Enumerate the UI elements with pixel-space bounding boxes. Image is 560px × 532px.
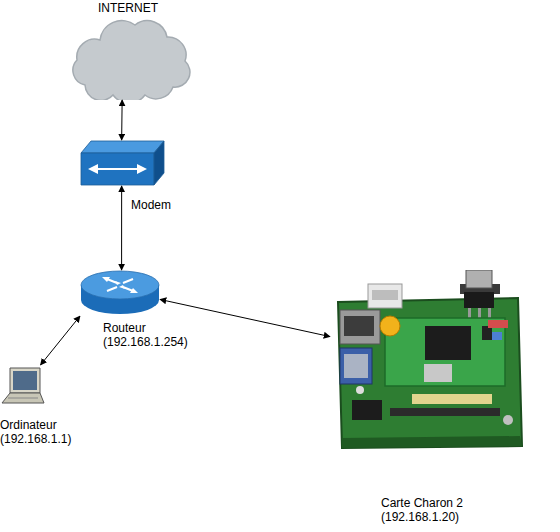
- cloud-icon: [65, 15, 192, 100]
- cloud-node: INTERNET: [65, 15, 192, 100]
- router-node: Routeur(192.168.1.254): [80, 270, 160, 316]
- router-icon: [80, 270, 160, 316]
- modem-icon: [80, 140, 165, 186]
- node-label: Ordinateur: [0, 418, 57, 432]
- link-arrow: [121, 100, 123, 140]
- ip-address: (192.168.1.254): [103, 335, 188, 349]
- node-label: Modem: [131, 198, 171, 212]
- computer-node: Ordinateur(192.168.1.1): [0, 365, 45, 411]
- link-arrow: [160, 299, 330, 336]
- computer-icon: [0, 365, 45, 411]
- link-arrow: [121, 186, 122, 270]
- node-label: Carte Charon 2: [381, 496, 463, 510]
- ip-address: (192.168.1.20): [381, 510, 459, 524]
- board-photo: [330, 270, 525, 450]
- board-node: Carte Charon 2(192.168.1.20): [330, 270, 525, 450]
- node-label: Routeur: [103, 321, 146, 335]
- node-label: INTERNET: [98, 1, 158, 15]
- modem-node: Modem: [80, 140, 165, 186]
- link-arrow: [41, 316, 81, 365]
- ip-address: (192.168.1.1): [0, 432, 71, 446]
